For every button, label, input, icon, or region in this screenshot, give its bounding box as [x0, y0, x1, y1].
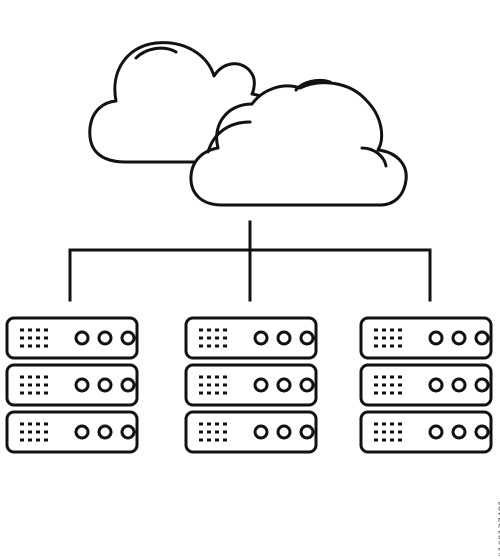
status-light-icon [299, 424, 315, 440]
status-light-icon [474, 424, 490, 440]
status-light-icon [120, 377, 136, 393]
server-unit-frame [5, 410, 139, 454]
status-light-icon [474, 330, 490, 346]
status-light-icon [428, 330, 444, 346]
server-unit [359, 363, 493, 407]
server-unit [184, 316, 318, 360]
status-light-icon [97, 330, 113, 346]
server-unit-frame [359, 363, 493, 407]
vent-grille [374, 375, 402, 395]
status-light-icon [474, 377, 490, 393]
server-unit [5, 316, 139, 360]
server-unit [184, 363, 318, 407]
status-light-icon [97, 377, 113, 393]
network-connectors [68, 220, 432, 302]
server-unit-frame [184, 410, 318, 454]
status-light-icon [253, 424, 269, 440]
status-light-icon [120, 424, 136, 440]
cloud-icon [189, 78, 408, 207]
status-light-icon [74, 330, 90, 346]
status-light-icon [74, 424, 90, 440]
vent-grille [20, 375, 48, 395]
status-light-icon [299, 330, 315, 346]
status-light-icon [276, 330, 292, 346]
status-light-icon [253, 377, 269, 393]
server-rack-icon [184, 316, 318, 454]
server-unit-frame [5, 363, 139, 407]
server-racks [5, 316, 493, 454]
status-light-icon [74, 377, 90, 393]
status-light-icon [428, 377, 444, 393]
status-light-icon [276, 424, 292, 440]
server-unit-frame [184, 363, 318, 407]
server-rack-icon [359, 316, 493, 454]
status-light-icon [253, 330, 269, 346]
vent-grille [20, 328, 48, 348]
server-unit-frame [359, 410, 493, 454]
server-unit [5, 410, 139, 454]
status-light-icon [299, 377, 315, 393]
server-unit-frame [5, 316, 139, 360]
vent-grille [374, 328, 402, 348]
vent-grille [374, 422, 402, 442]
status-light-icon [276, 377, 292, 393]
vent-grille [199, 328, 227, 348]
status-light-icon [451, 330, 467, 346]
server-unit [359, 316, 493, 360]
vent-grille [199, 422, 227, 442]
server-unit-frame [359, 316, 493, 360]
server-unit [184, 410, 318, 454]
status-light-icon [120, 330, 136, 346]
server-unit-frame [184, 316, 318, 360]
status-light-icon [97, 424, 113, 440]
status-light-icon [451, 377, 467, 393]
status-light-icon [428, 424, 444, 440]
vent-grille [199, 375, 227, 395]
server-rack-icon [5, 316, 139, 454]
cloud-server-network-illustration [5, 41, 493, 454]
server-unit [359, 410, 493, 454]
status-light-icon [451, 424, 467, 440]
server-unit [5, 363, 139, 407]
vent-grille [20, 422, 48, 442]
